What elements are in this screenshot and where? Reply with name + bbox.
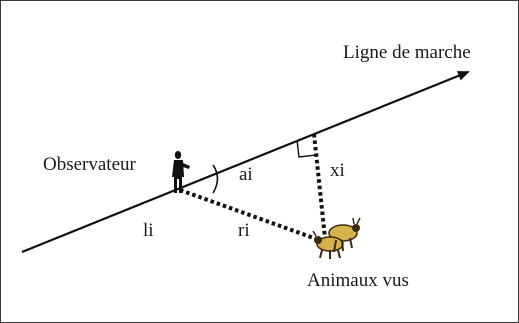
angle-arc — [213, 165, 218, 193]
animals-label: Animaux vus — [307, 270, 409, 291]
animals-icon — [313, 218, 360, 259]
radial-label: ri — [238, 220, 250, 241]
radial-distance-line — [180, 190, 322, 241]
perpendicular-distance-line — [314, 134, 325, 238]
observer-label: Observateur — [43, 154, 137, 175]
observer-silhouette-icon — [172, 151, 190, 193]
perpendicular-label: xi — [330, 160, 345, 181]
walk-line-label: Ligne de marche — [343, 42, 471, 63]
along-line-label: li — [143, 220, 154, 241]
angle-label: ai — [239, 164, 253, 185]
